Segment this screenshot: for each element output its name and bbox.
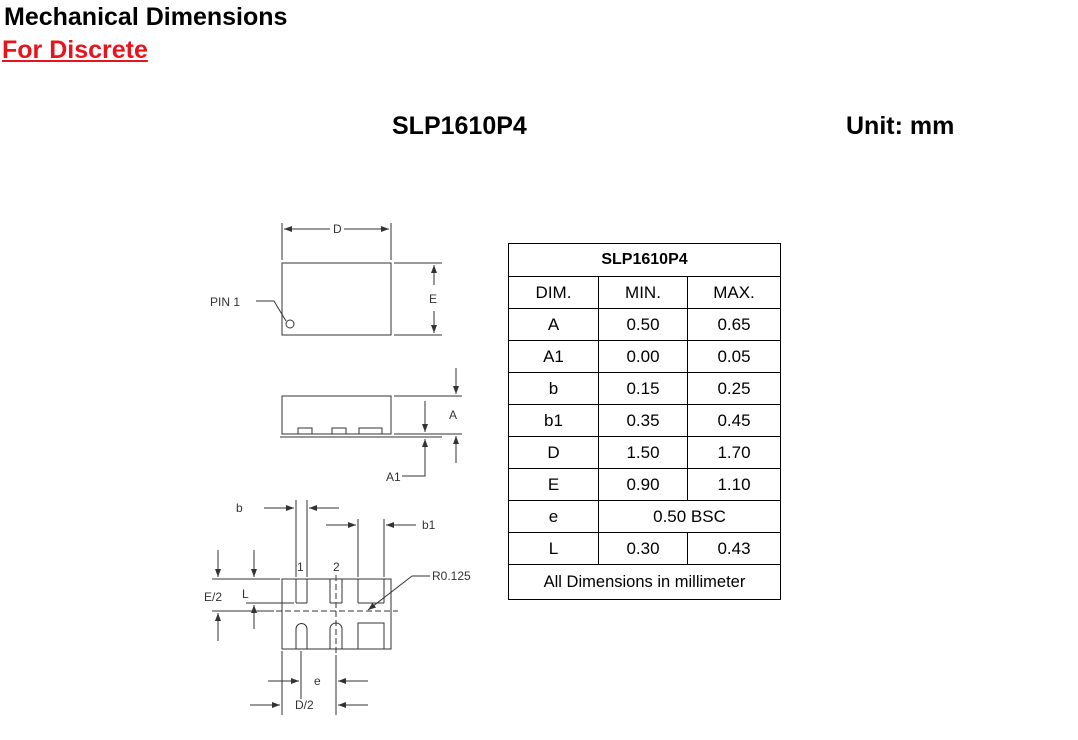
min-cell: 0.15 — [598, 372, 688, 405]
max-cell: 0.25 — [687, 372, 781, 405]
table-row: A1 0.00 0.05 — [508, 340, 781, 373]
label-A: A — [449, 408, 457, 422]
max-cell: 0.45 — [687, 404, 781, 437]
label-R: R0.125 — [432, 569, 471, 583]
label-E: E — [429, 292, 437, 306]
min-cell: 0.30 — [598, 532, 688, 565]
min-cell: 0.90 — [598, 468, 688, 501]
dim-cell: e — [508, 500, 599, 533]
package-name: SLP1610P4 — [392, 112, 527, 140]
dim-cell: b1 — [508, 404, 599, 437]
dim-cell: A1 — [508, 340, 599, 373]
dim-cell: D — [508, 436, 599, 469]
table-row: L 0.30 0.43 — [508, 532, 781, 565]
max-cell: 0.65 — [687, 308, 781, 341]
label-pin-1: 1 — [297, 560, 304, 574]
pin1-marker — [285, 319, 295, 329]
table-row: e 0.50 BSC — [508, 500, 781, 533]
col-header-min: MIN. — [598, 276, 688, 309]
table-row: A 0.50 0.65 — [508, 308, 781, 341]
dim-cell: b — [508, 372, 599, 405]
max-cell: 0.05 — [687, 340, 781, 373]
max-cell: 1.10 — [687, 468, 781, 501]
label-D: D — [333, 222, 342, 236]
top-view-body — [281, 262, 392, 336]
bsc-cell: 0.50 BSC — [598, 500, 781, 533]
table-note: All Dimensions in millimeter — [508, 564, 781, 600]
col-header-max: MAX. — [687, 276, 781, 309]
min-cell: 0.35 — [598, 404, 688, 437]
label-b1: b1 — [422, 518, 436, 532]
table-title: SLP1610P4 — [508, 243, 781, 277]
label-A1: A1 — [386, 470, 401, 484]
label-L: L — [242, 587, 249, 601]
label-E2: E/2 — [204, 590, 222, 604]
mechanical-drawing: D E PIN 1 A A1 b b1 1 2 R0.125 E/2 L e D… — [204, 222, 471, 715]
min-cell: 0.50 — [598, 308, 688, 341]
dim-cell: A — [508, 308, 599, 341]
label-b: b — [236, 501, 243, 515]
label-pin-2: 2 — [333, 560, 340, 574]
max-cell: 1.70 — [687, 436, 781, 469]
dim-cell: E — [508, 468, 599, 501]
unit-label: Unit: mm — [846, 112, 955, 140]
dim-cell: L — [508, 532, 599, 565]
dimensions-table: SLP1610P4 DIM. MIN. MAX. A 0.50 0.65 A1 … — [508, 243, 781, 600]
label-e: e — [314, 674, 321, 688]
table-row: b1 0.35 0.45 — [508, 404, 781, 437]
page-title: Mechanical Dimensions — [4, 3, 288, 31]
for-discrete-link[interactable]: For Discrete — [2, 36, 148, 64]
table-row: b 0.15 0.25 — [508, 372, 781, 405]
label-D2: D/2 — [295, 698, 314, 712]
table-row: D 1.50 1.70 — [508, 436, 781, 469]
table-row: E 0.90 1.10 — [508, 468, 781, 501]
min-cell: 1.50 — [598, 436, 688, 469]
max-cell: 0.43 — [687, 532, 781, 565]
col-header-dim: DIM. — [508, 276, 599, 309]
label-pin1: PIN 1 — [210, 295, 240, 309]
min-cell: 0.00 — [598, 340, 688, 373]
